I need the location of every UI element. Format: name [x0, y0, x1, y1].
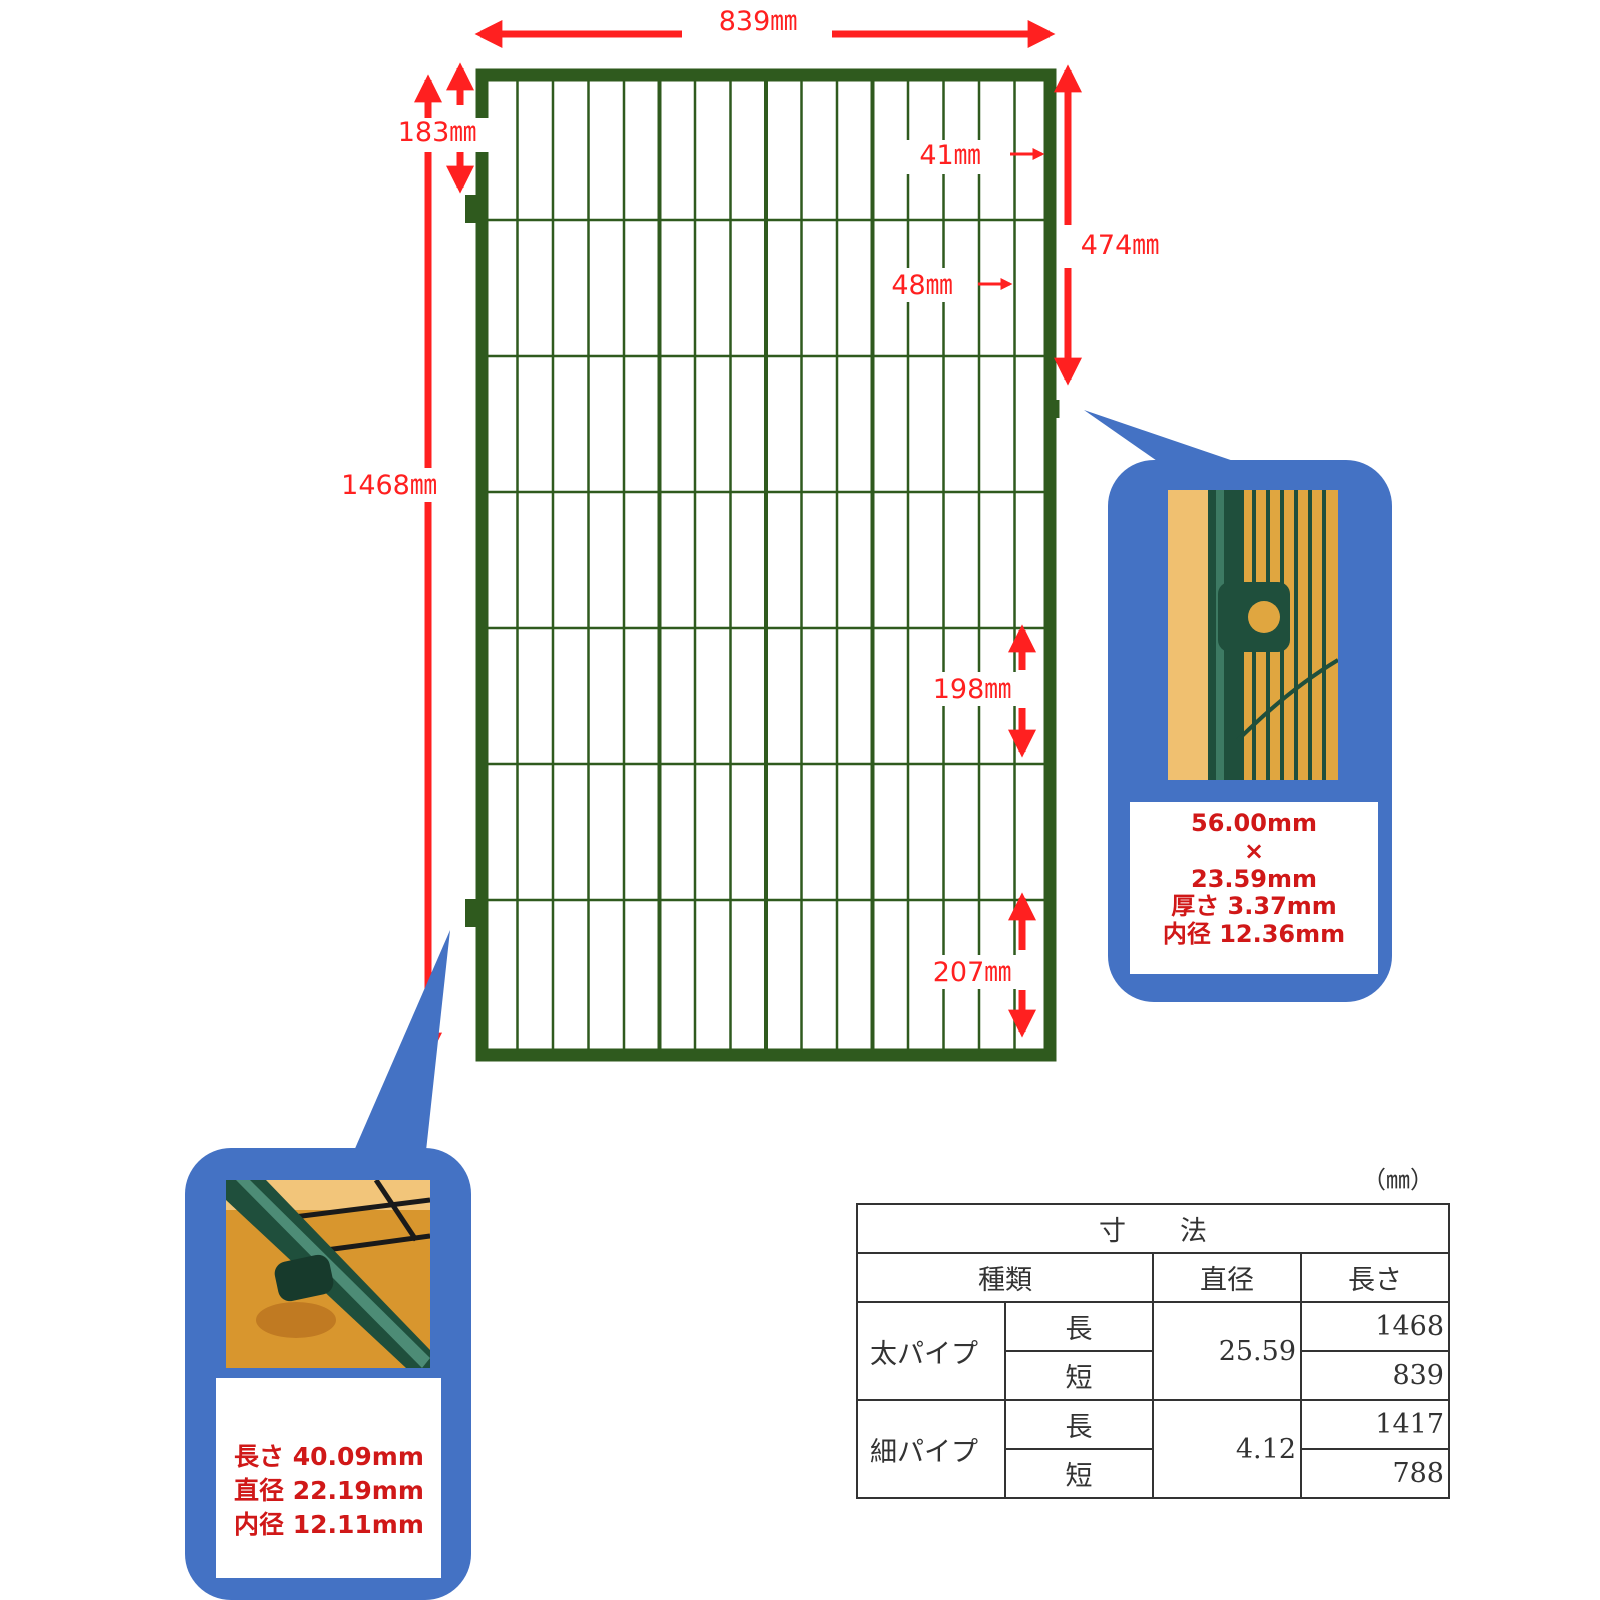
header-length: 長さ — [1300, 1252, 1450, 1303]
bottom-section-label: 207㎜ — [933, 957, 1012, 988]
group-name: 太パイプ — [856, 1301, 1006, 1401]
pipe-collar-photo — [226, 1180, 430, 1368]
width-label: 839㎜ — [719, 6, 798, 37]
fence-panel — [465, 68, 1060, 1062]
height-label: 1468㎜ — [341, 470, 437, 501]
spacing-arrows — [978, 148, 1045, 290]
hinge-bracket-caption: 56.00mm × 23.59mm 厚さ 3.37mm 内径 12.36mm — [1130, 802, 1378, 974]
dimension-arrows — [414, 19, 1082, 1061]
caption-line: 56.00mm — [1191, 809, 1317, 837]
header-type: 種類 — [856, 1252, 1154, 1303]
caption-line: 23.59mm — [1191, 864, 1317, 893]
table-row: 短 839 — [857, 1350, 1450, 1401]
kind-cell: 長 — [1004, 1301, 1154, 1352]
table-row: 寸 法 — [856, 1203, 1450, 1254]
table-row: 細パイプ 長 4.12 1417 — [856, 1399, 1450, 1499]
length-cell: 1468 — [1300, 1301, 1450, 1352]
hinge-tab-top — [465, 195, 480, 223]
row-spacing-label: 198㎜ — [933, 674, 1012, 705]
length-cell: 1417 — [1300, 1399, 1450, 1450]
kind-cell: 長 — [1004, 1399, 1154, 1450]
diameter-cell: 4.12 — [1152, 1399, 1302, 1499]
dimensions-table: 寸 法 種類 直径 長さ 太パイプ 長 25.59 1468 短 839 細パイ… — [856, 1203, 1450, 1499]
caption-line: 内径 12.36mm — [1162, 920, 1346, 949]
unit-label: （㎜） — [1362, 1166, 1434, 1194]
spacing-a-label: 41㎜ — [919, 140, 980, 171]
group-name: 細パイプ — [856, 1399, 1006, 1499]
vertical-wires — [516, 75, 1016, 1055]
table-row: 太パイプ 長 25.59 1468 — [856, 1301, 1450, 1401]
caption-line: 内径 12.11mm — [234, 1509, 424, 1539]
kind-cell: 短 — [1004, 1448, 1154, 1499]
caption-line: 直径 22.19mm — [234, 1475, 424, 1505]
header-diameter: 直径 — [1152, 1252, 1302, 1303]
horizontal-wires — [482, 218, 1050, 902]
kind-cell: 短 — [1004, 1350, 1154, 1401]
callout-right-pointer — [1084, 410, 1260, 470]
panel-frame — [475, 68, 1057, 1062]
pipe-collar-caption: 長さ 40.09mm 直径 22.19mm 内径 12.11mm — [216, 1378, 441, 1578]
callout-left-pointer — [350, 930, 450, 1160]
hinge-offset-label: 183㎜ — [398, 117, 477, 148]
hinge-tab-bottom — [465, 899, 480, 927]
diameter-cell: 25.59 — [1152, 1301, 1302, 1401]
table-row: 短 788 — [857, 1448, 1450, 1499]
spacing-b-label: 48㎜ — [891, 270, 952, 301]
caption-line: × — [1243, 836, 1265, 865]
caption-line: 長さ 40.09mm — [234, 1442, 424, 1471]
table-title: 寸 法 — [856, 1203, 1450, 1254]
table-row: 種類 直径 長さ — [856, 1252, 1450, 1303]
caption-line: 厚さ 3.37mm — [1171, 892, 1337, 921]
length-cell: 788 — [1300, 1448, 1450, 1499]
top-section-label: 474㎜ — [1081, 230, 1160, 261]
hinge-bracket-photo — [1168, 490, 1338, 780]
length-cell: 839 — [1300, 1350, 1450, 1401]
